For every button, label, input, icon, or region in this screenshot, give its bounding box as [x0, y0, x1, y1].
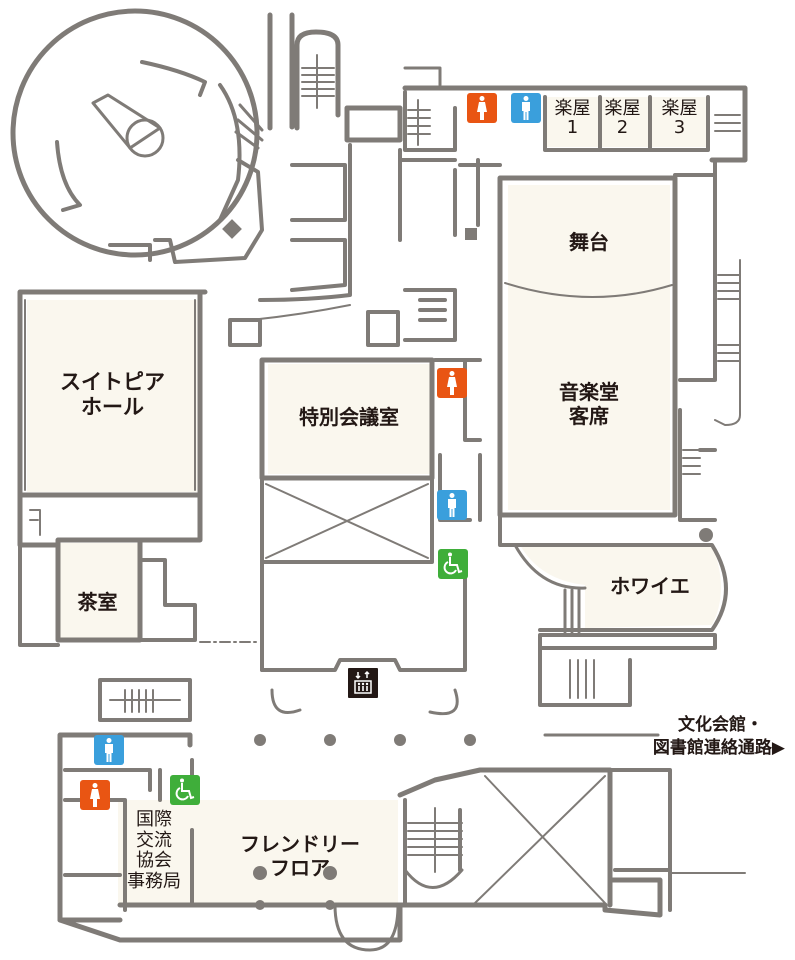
room-label: 事務局: [127, 871, 181, 893]
room-dressing-room-3: 楽屋 3: [652, 98, 707, 138]
arrow-right-icon: ▶: [771, 737, 785, 758]
room-label: 楽屋: [604, 98, 641, 119]
room-label: 客席: [569, 404, 609, 428]
room-stage: 舞台: [508, 230, 670, 254]
room-label: 協会: [136, 850, 172, 872]
room-label: 国際: [136, 809, 172, 830]
room-label: フロア: [270, 856, 330, 880]
room-label: 音楽堂: [559, 380, 619, 404]
room-label: 楽屋: [661, 98, 698, 119]
room-concert-hall-seats: 音楽堂 客席: [508, 380, 670, 428]
library-connection-passage-link[interactable]: 文化会館・ 図書館連絡通路▶: [653, 714, 785, 760]
room-tea-room: 茶室: [60, 590, 135, 614]
room-foyer: ホワイエ: [590, 574, 710, 598]
link-line-2: 図書館連絡通路: [652, 737, 772, 758]
elevator-icon: [348, 668, 378, 698]
link-line-1: 文化会館・: [678, 715, 763, 735]
room-special-meeting-room: 特別会議室: [268, 405, 430, 429]
room-label: スイトピア: [60, 370, 165, 394]
mens-restroom-icon: [94, 735, 124, 765]
room-sweetpia-hall: スイトピア ホール: [40, 370, 185, 420]
room-label: 茶室: [77, 590, 118, 614]
room-label: 特別会議室: [299, 405, 399, 429]
room-label: 楽屋: [554, 98, 591, 119]
mens-restroom-icon: [511, 93, 541, 123]
room-international-exchange-office: 国際 交流 協会 事務局: [118, 809, 190, 893]
room-friendly-floor: フレンドリー フロア: [200, 832, 400, 880]
room-dressing-room-2: 楽屋 2: [595, 98, 650, 138]
accessible-restroom-icon: [170, 775, 200, 805]
room-dressing-room-1: 楽屋 1: [545, 98, 600, 138]
womens-restroom-icon: [80, 780, 110, 810]
accessible-restroom-icon: [438, 549, 468, 579]
room-label: フレンドリー: [240, 832, 360, 856]
room-label: ホワイエ: [610, 574, 690, 598]
room-label: 1: [566, 116, 579, 138]
mens-restroom-icon: [437, 490, 467, 520]
room-label: 舞台: [569, 230, 609, 254]
womens-restroom-icon: [437, 368, 467, 398]
room-label: 3: [673, 116, 686, 138]
womens-restroom-icon: [467, 93, 497, 123]
room-label: ホール: [81, 395, 144, 420]
room-label: 2: [616, 116, 629, 138]
room-label: 交流: [136, 829, 172, 851]
